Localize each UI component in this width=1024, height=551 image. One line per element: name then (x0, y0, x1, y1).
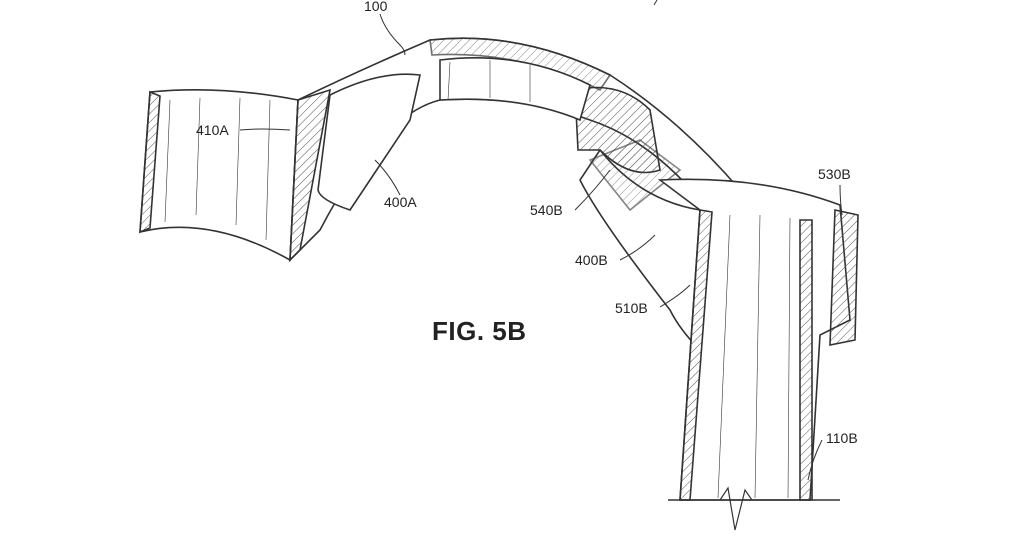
callout-530b: 530B (818, 166, 851, 182)
callout-410a: 410A (196, 122, 229, 138)
figure-title: FIG. 5B (432, 316, 527, 346)
callout-400a: 400A (384, 194, 417, 210)
left-cup-part (139, 88, 299, 262)
right-leg-part (579, 139, 859, 531)
callout-110b: 110B (826, 430, 858, 446)
callout-100: 100 (364, 0, 388, 14)
callout-540b: 540B (530, 202, 563, 218)
callout-400b: 400B (575, 252, 608, 268)
leader-lines (239, 0, 843, 481)
callout-510b: 510B (615, 300, 648, 316)
